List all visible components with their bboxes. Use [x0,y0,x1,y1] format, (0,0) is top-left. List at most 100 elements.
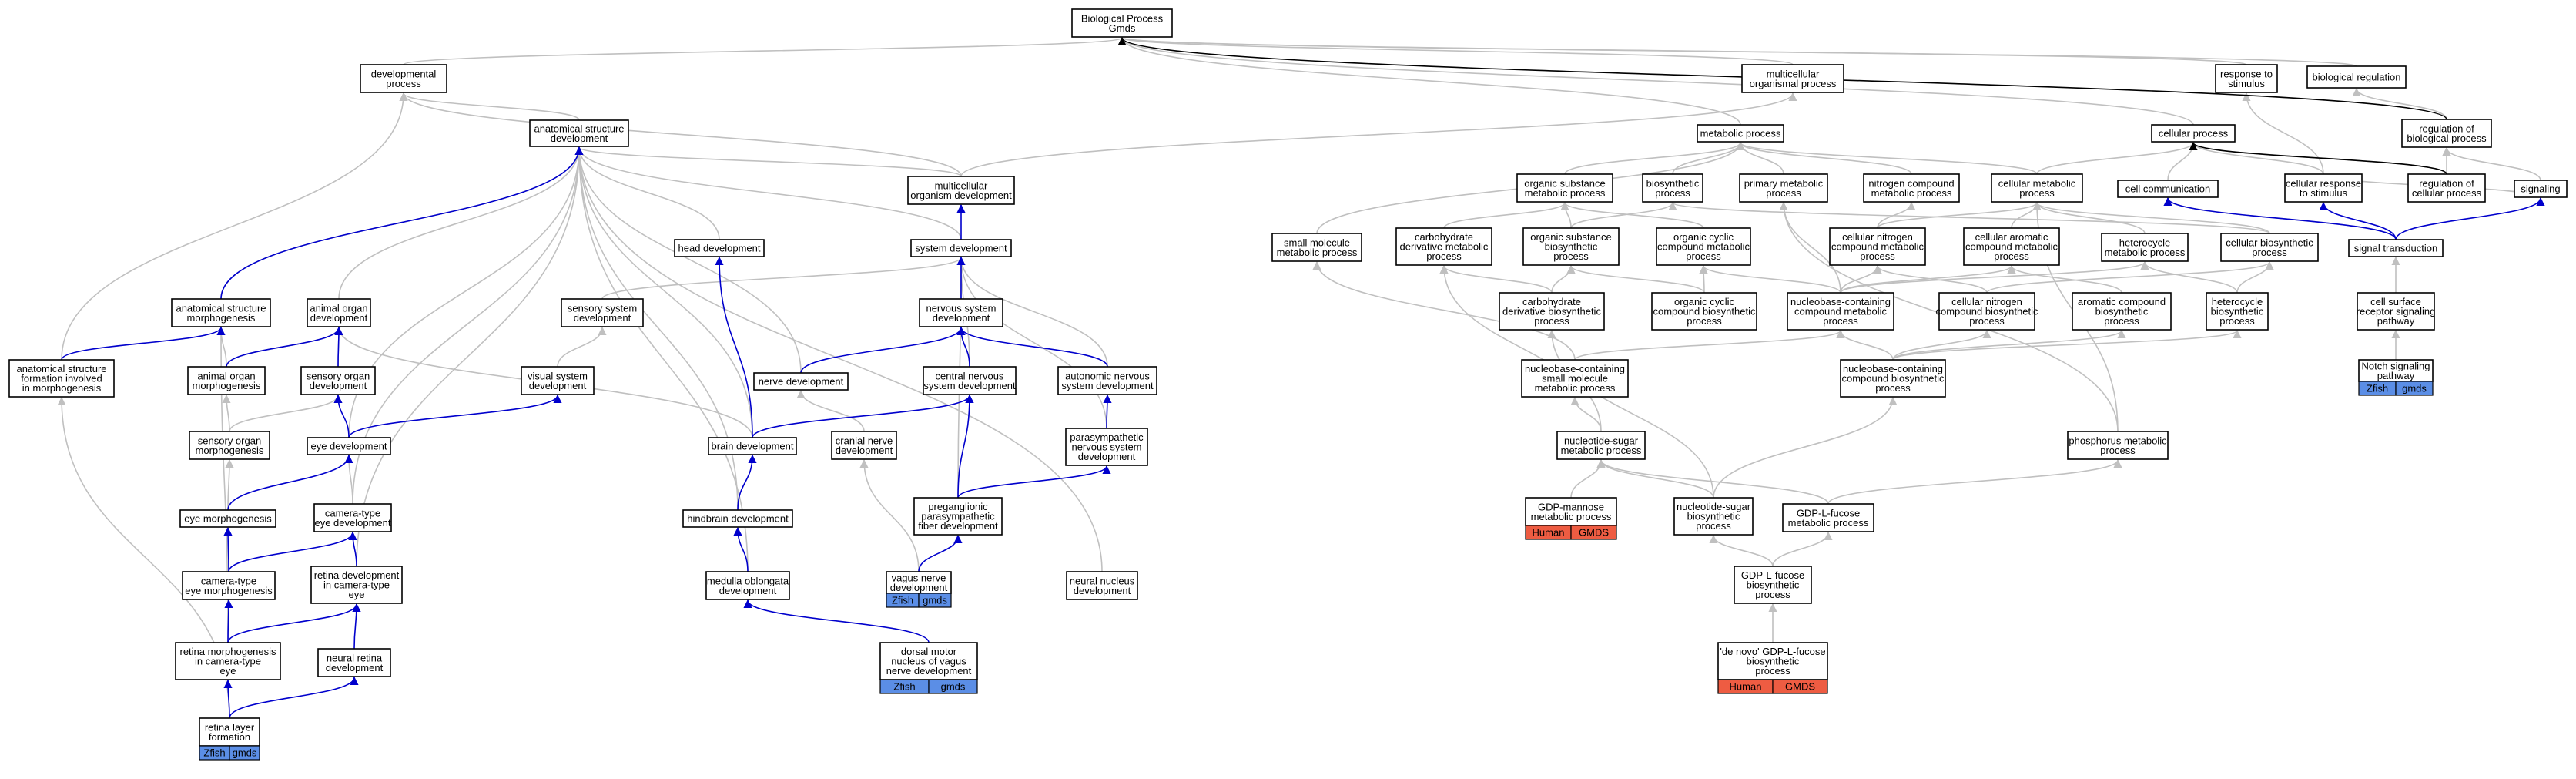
species-badge-label: Human [1730,681,1762,693]
term-node-braind[interactable]: brain development [708,437,797,455]
term-box [682,509,793,528]
blue-edge-aom-to-aod [226,326,343,368]
species-badge[interactable] [918,593,952,608]
term-node-nerved[interactable]: nerve development [753,372,849,391]
term-node-eyem[interactable]: eye morphogenesis [179,509,276,528]
term-node-hindbrain[interactable]: hindbrain development [682,509,793,528]
term-node-cellcomm[interactable]: cell communication [2117,180,2219,198]
term-box [907,176,1015,205]
blue-edge-asm-to-asd [220,146,584,300]
term-node-cellp[interactable]: cellular process [2151,124,2236,143]
term-label-line: process [1755,665,1790,677]
species-badge[interactable] [229,745,260,761]
term-node-breg[interactable]: biological regulation [2306,65,2407,89]
gray-edge-biosyn-to-metp [1672,141,1745,175]
term-box [1673,497,1754,536]
term-box [8,359,115,398]
gray-edge-hetbp-to-cbp [2236,260,2274,294]
term-node-metp[interactable]: metabolic process [1697,124,1784,143]
gray-edge-cncbp-to-cncmp [1873,264,1988,294]
species-badge[interactable] [928,679,978,694]
species-badge[interactable] [2395,381,2434,396]
blue-edge-eyem-to-eyed [227,454,353,511]
term-box [1271,233,1362,262]
term-label-line: biosynthetic [1646,177,1700,189]
species-badge[interactable] [1772,679,1828,694]
term-node-eyed[interactable]: eye development [307,437,391,455]
term-label-line: signaling [2521,183,2560,195]
term-label-line: process [1823,315,1858,327]
term-label-line: parasympathetic [921,511,995,522]
term-node-sysdev[interactable]: system development [910,239,1012,257]
species-badge[interactable] [1570,525,1617,540]
term-node-denovo[interactable]: 'de novo' GDP-L-fucosebiosyntheticproces… [1717,642,1828,694]
gray-edge-nnd-to-asd [574,146,1103,572]
term-node-headdev[interactable]: head development [674,239,765,257]
term-node-sigtrans[interactable]: signal transduction [2348,239,2444,257]
term-node-signaling[interactable]: signaling [2514,180,2568,198]
